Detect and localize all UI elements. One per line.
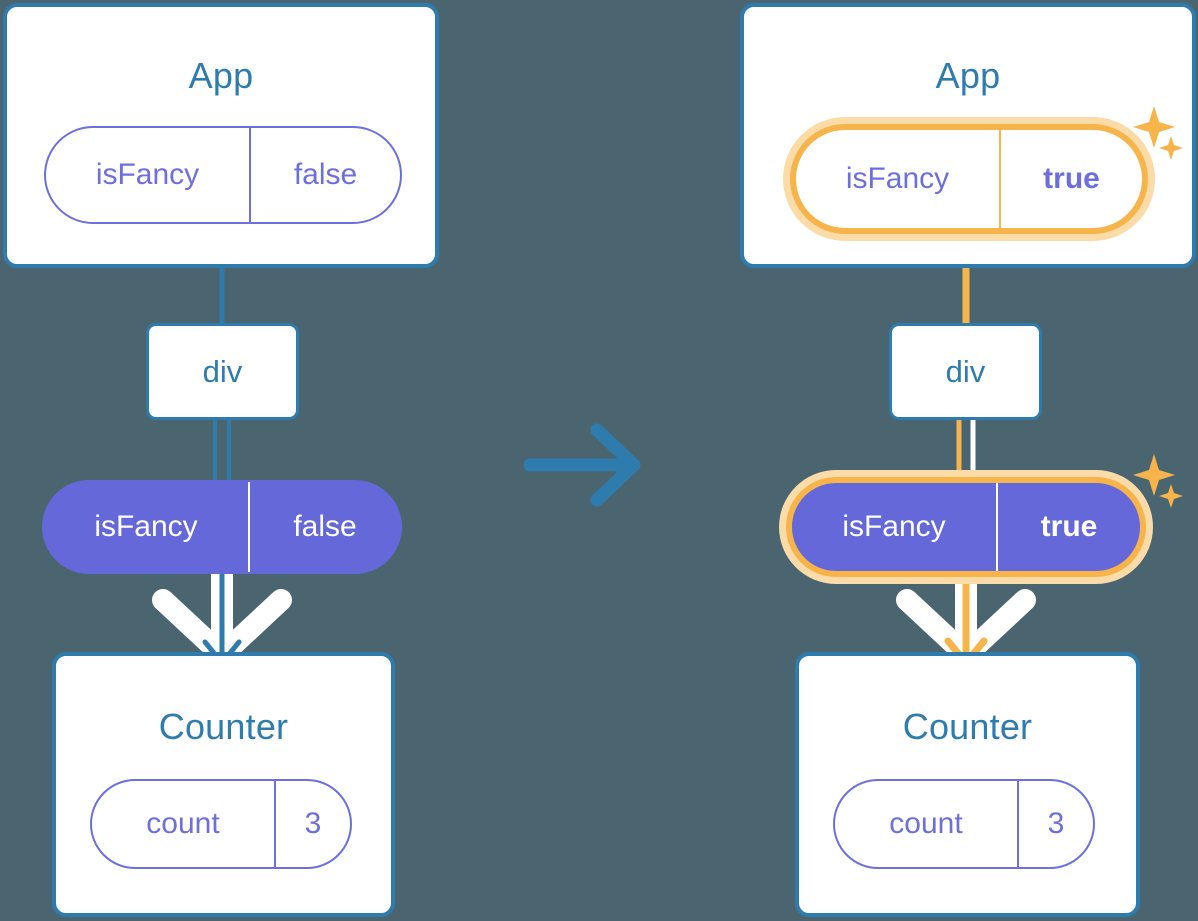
counter-state-key: count [146,807,220,840]
app-state-key-after: isFancy [845,162,950,195]
app-state-value: false [249,128,400,222]
div-node-after: div [889,323,1042,420]
counter-card-title: Counter [158,706,289,747]
sparkle-icon-app [1133,106,1183,160]
counter-state-pill-after: count 3 [833,779,1095,869]
app-state-pill-before: isFancy false [44,126,402,224]
counter-card-title-after: Counter [902,706,1033,747]
white-arrow-right [896,559,1036,666]
app-card-title: App [188,55,254,96]
props-pill-after: isFancy true [786,477,1146,577]
counter-state-key-after: count [889,807,963,840]
counter-state-value-after: 3 [1017,781,1093,867]
app-card-title-after: App [935,55,1001,96]
app-state-value-after: true [999,130,1142,228]
div-node-label: div [202,353,243,389]
counter-state-pill-before: count 3 [90,779,352,869]
props-value: false [248,482,400,572]
sparkle-icon-props [1133,454,1183,508]
app-state-key: isFancy [95,158,200,191]
props-key: isFancy [94,510,198,543]
white-arrow-left [152,559,292,666]
props-value-after: true [996,483,1140,571]
div-node-label-after: div [945,353,986,389]
arrow-right-icon [523,423,641,507]
app-state-pill-after: isFancy true [790,124,1148,234]
counter-state-value: 3 [274,781,350,867]
props-pill-before: isFancy false [42,480,402,574]
div-node-before: div [146,323,299,420]
props-key-after: isFancy [842,510,946,543]
